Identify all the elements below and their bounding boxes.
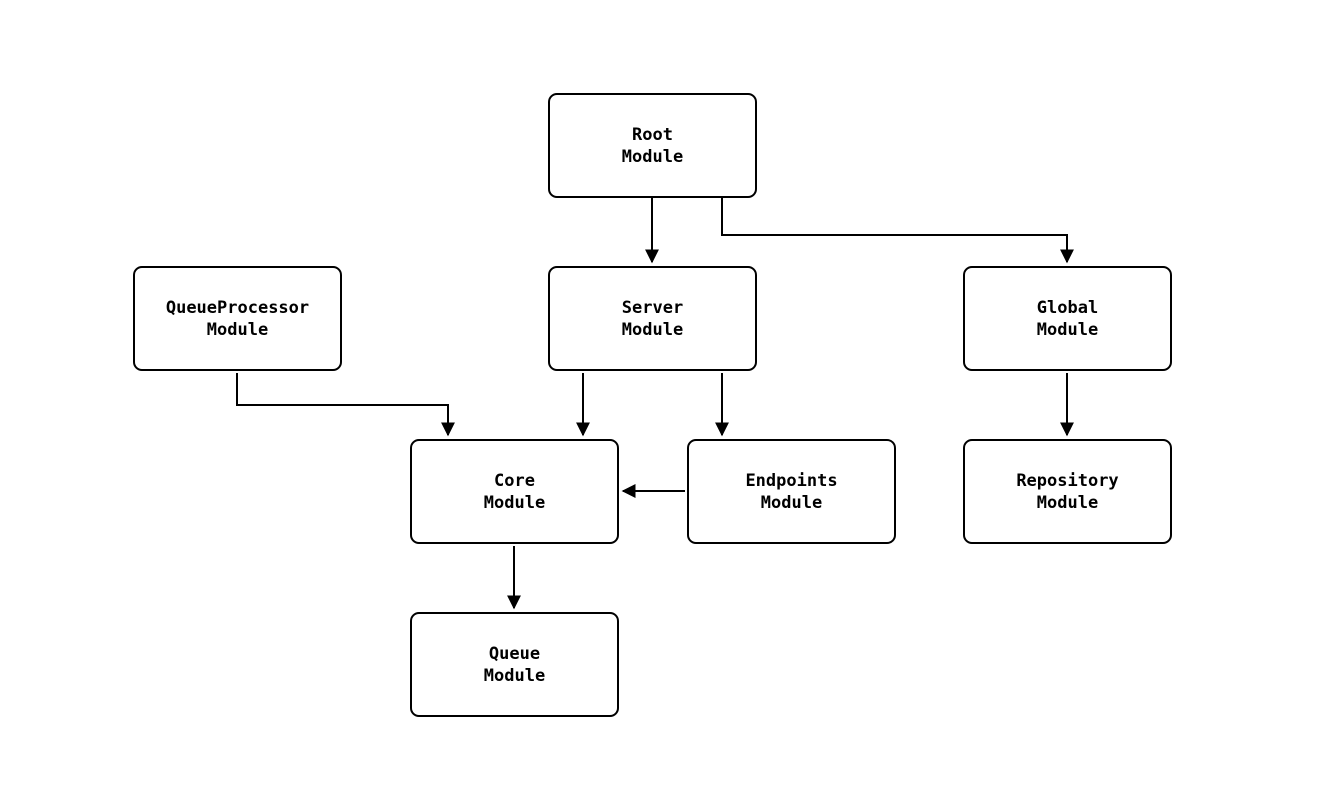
node-root-module: Root Module: [548, 93, 757, 198]
edge-root-to-global: [721, 198, 1074, 264]
node-queueprocessor-module: QueueProcessor Module: [133, 266, 342, 371]
node-server-module: Server Module: [548, 266, 757, 371]
node-global-module: Global Module: [963, 266, 1172, 371]
edge-queueprocessor-to-core: [236, 373, 455, 437]
node-endpoints-module: Endpoints Module: [687, 439, 896, 544]
node-core-module: Core Module: [410, 439, 619, 544]
node-queue-module: Queue Module: [410, 612, 619, 717]
node-repository-module: Repository Module: [963, 439, 1172, 544]
